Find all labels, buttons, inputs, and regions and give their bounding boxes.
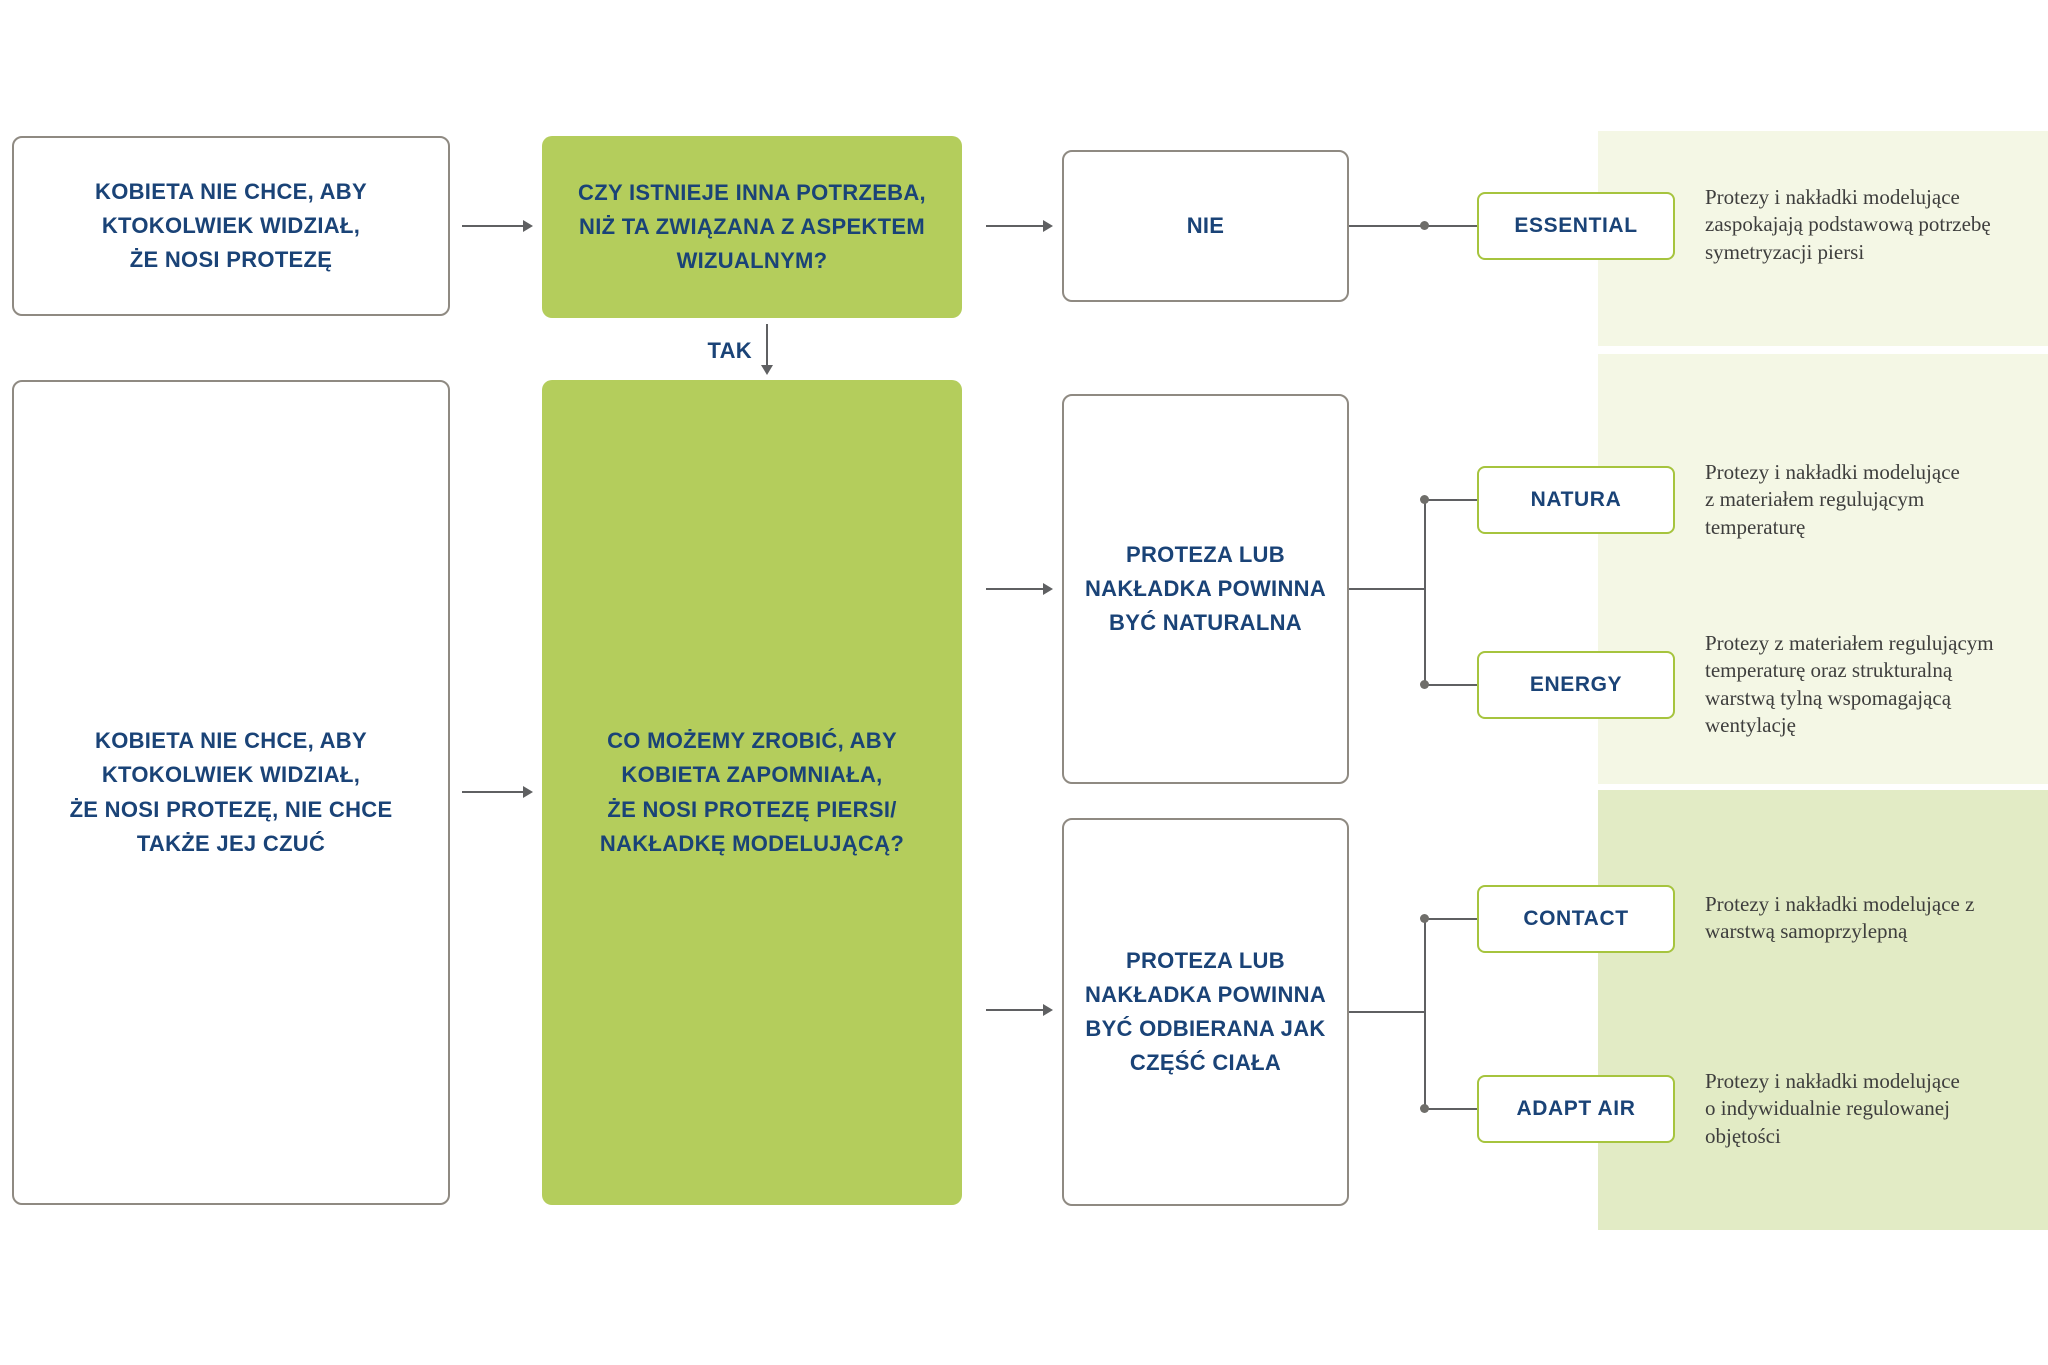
node-requirement-natural: PROTEZA LUB NAKŁADKA POWINNA BYĆ NATURAL…: [1062, 394, 1349, 784]
connector-dot-natura: [1420, 495, 1429, 504]
arrow-question-to-forget: [761, 324, 773, 375]
arrow-forget-to-body-part: [986, 1004, 1053, 1016]
connector-body-part-stem: [1349, 1011, 1426, 1013]
connector-body-part-bracket: [1424, 918, 1426, 1110]
connector-dot-contact: [1420, 914, 1429, 923]
description-adapt-air: Protezy i nakładki modelujące o indywidu…: [1705, 1069, 1960, 1148]
node-answer-no: NIE: [1062, 150, 1349, 302]
product-adapt-air: ADAPT AIR: [1477, 1075, 1675, 1143]
arrow-question-to-no: [986, 220, 1053, 232]
connector-natural-stem: [1349, 588, 1426, 590]
node-question-forget: CO MOŻEMY ZROBIĆ, ABY KOBIETA ZAPOMNIAŁA…: [542, 380, 962, 1205]
node-need-feel: KOBIETA NIE CHCE, ABY KTOKOLWIEK WIDZIAŁ…: [12, 380, 450, 1205]
connector-to-adapt-air: [1424, 1108, 1477, 1110]
label-answer-yes: TAK: [707, 338, 752, 363]
node-requirement-body-part: PROTEZA LUB NAKŁADKA POWINNA BYĆ ODBIERA…: [1062, 818, 1349, 1206]
arrow-need-visual-to-question: [462, 220, 533, 232]
product-natura: NATURA: [1477, 466, 1675, 534]
description-energy: Protezy z materiałem regulującym tempera…: [1705, 631, 1994, 737]
node-question-other-need: CZY ISTNIEJE INNA POTRZEBA, NIŻ TA ZWIĄZ…: [542, 136, 962, 318]
connector-dot-essential: [1420, 221, 1429, 230]
connector-to-energy: [1424, 684, 1477, 686]
product-contact: CONTACT: [1477, 885, 1675, 953]
connector-natural-bracket: [1424, 499, 1426, 687]
description-essential: Protezy i nakładki modelujące zaspokajaj…: [1705, 185, 1991, 264]
connector-dot-adapt-air: [1420, 1104, 1429, 1113]
connector-dot-energy: [1420, 680, 1429, 689]
description-contact: Protezy i nakładki modelujące z warstwą …: [1705, 892, 1975, 944]
connector-to-contact: [1424, 918, 1477, 920]
product-essential: ESSENTIAL: [1477, 192, 1675, 260]
panel-contact-adapt-bg: [1598, 790, 2048, 1230]
node-need-visual: KOBIETA NIE CHCE, ABY KTOKOLWIEK WIDZIAŁ…: [12, 136, 450, 316]
connector-no-to-essential: [1349, 225, 1477, 227]
arrow-forget-to-natural: [986, 583, 1053, 595]
arrow-need-feel-to-forget: [462, 786, 533, 798]
connector-to-natura: [1424, 499, 1477, 501]
description-natura: Protezy i nakładki modelujące z materiał…: [1705, 460, 1960, 539]
product-energy: ENERGY: [1477, 651, 1675, 719]
